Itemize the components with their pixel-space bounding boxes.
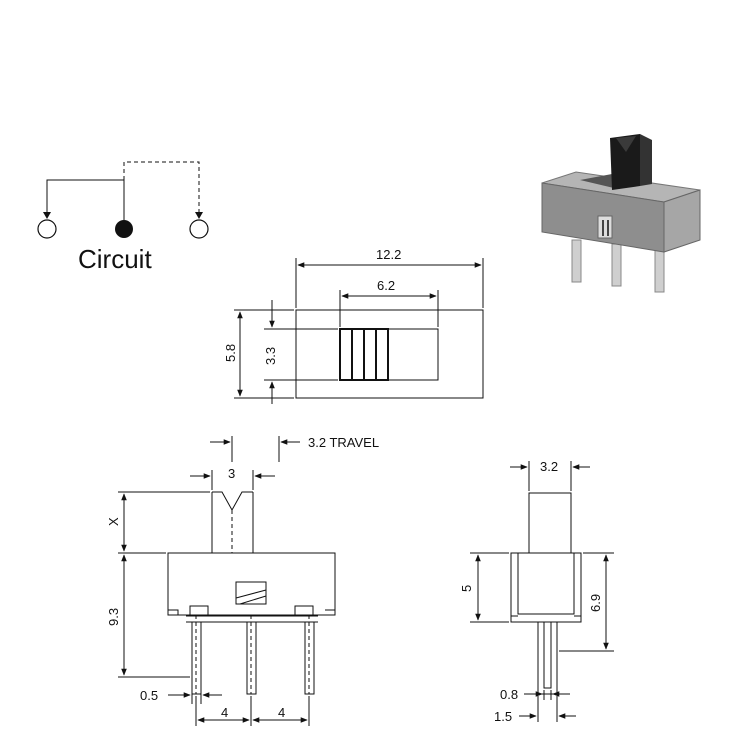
front-body	[167, 552, 336, 616]
circuit-label: Circuit	[78, 244, 152, 274]
photo-pin-right	[654, 249, 665, 293]
dim-pin-thickness: 0.8	[500, 687, 518, 702]
dim-slot-height: 3.3	[263, 347, 278, 365]
dim-width: 12.2	[376, 247, 401, 262]
dim-height: 5.8	[223, 344, 238, 362]
side-pin	[537, 622, 558, 695]
dim-side-actuator: 3.2	[540, 459, 558, 474]
top-view-body	[295, 309, 484, 399]
dim-pitch-left: 4	[221, 705, 228, 720]
front-view: 3 3.2 TRAVEL X 9.3 0.5 4 4	[106, 435, 379, 726]
circuit-symbol: Circuit	[37, 161, 209, 274]
photo-pin-left	[571, 239, 582, 283]
side-body	[510, 552, 582, 623]
terminal-common	[115, 220, 133, 238]
side-actuator	[528, 492, 572, 554]
front-actuator	[211, 491, 254, 553]
terminal-right	[189, 219, 209, 239]
arrow-right-icon	[195, 212, 203, 219]
dim-pitch-right: 4	[278, 705, 285, 720]
dim-actuator-width: 3	[228, 466, 235, 481]
photo-marking	[597, 215, 613, 239]
front-window	[235, 581, 267, 605]
photo-actuator-side	[640, 134, 652, 186]
dim-pin-span: 1.5	[494, 709, 512, 724]
photo-actuator-notch	[616, 136, 636, 152]
dim-actuator-height: X	[106, 517, 121, 526]
dim-side-total: 6.9	[588, 594, 603, 612]
switch-photo	[541, 134, 701, 293]
photo-actuator	[610, 134, 640, 190]
top-view: 12.2 6.2 5.8 3.3	[223, 247, 484, 404]
dim-slot-width: 6.2	[377, 278, 395, 293]
dim-travel: 3.2 TRAVEL	[308, 435, 379, 450]
dim-body-height: 9.3	[106, 608, 121, 626]
solid-contact-line	[46, 179, 125, 220]
arrow-left-icon	[43, 212, 51, 219]
dashed-contact-line	[123, 161, 200, 214]
terminal-left	[37, 219, 57, 239]
side-view: 3.2 5 6.9 0.8 1.5	[459, 459, 614, 724]
dim-side-body: 5	[459, 585, 474, 592]
photo-body-side	[663, 189, 701, 253]
dim-pin-width: 0.5	[140, 688, 158, 703]
photo-pin-mid	[611, 243, 622, 287]
